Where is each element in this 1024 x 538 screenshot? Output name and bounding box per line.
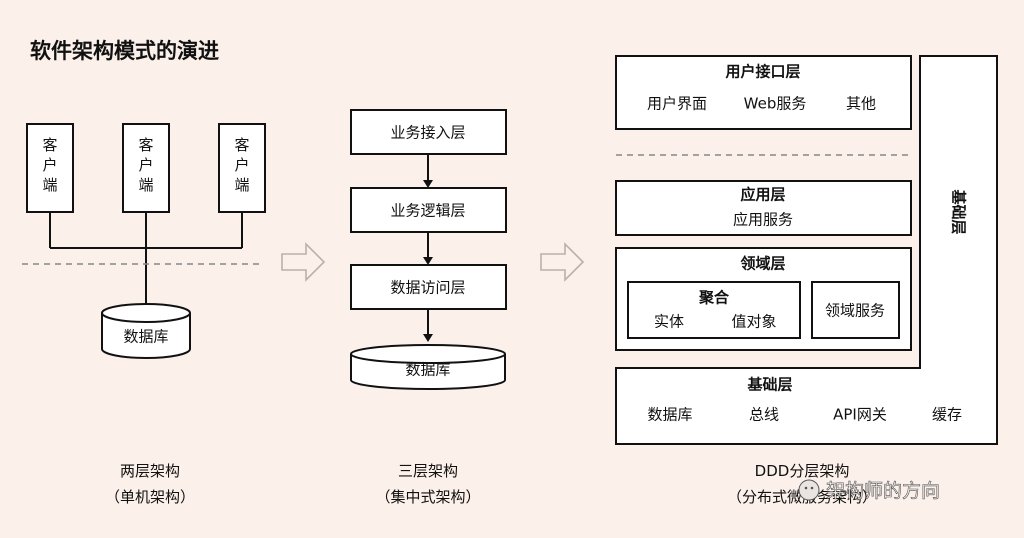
hollow-arrow-icon: [540, 242, 585, 282]
infrastructure-vertical-label: 基础层: [950, 188, 968, 234]
hollow-arrow-icon: [281, 242, 326, 282]
arrow-down-icon: [423, 334, 433, 342]
infrastructure-shape: [615, 55, 998, 445]
layer-item: Web服务: [744, 95, 807, 113]
two-tier-caption: 两层架构: [120, 462, 180, 480]
domain-layer: 领域层 聚合 实体 值对象 领域服务: [615, 247, 912, 351]
aggregate-box: 聚合 实体 值对象: [627, 281, 801, 339]
aggregate-item: 实体: [654, 313, 684, 331]
layer-item: 应用服务: [733, 211, 793, 229]
domain-service-label: 领域服务: [825, 302, 885, 320]
layer-label: 数据访问层: [390, 279, 465, 297]
layer-item: 数据库: [647, 406, 692, 424]
layer-title: 应用层: [740, 186, 785, 204]
wechat-icon-eye: [804, 486, 808, 490]
database-label: 数据库: [405, 361, 450, 379]
arrow-down-icon: [423, 257, 433, 265]
layer-title: 基础层: [746, 376, 792, 394]
client-label: 客户端: [42, 136, 57, 194]
aggregate-item: 值对象: [731, 313, 776, 331]
ddd-architecture: 用户接口层 用户界面 Web服务 其他 应用层 应用服务 领域层 聚合 实体 值…: [615, 55, 998, 506]
layer-title: 用户接口层: [725, 63, 800, 81]
layer-item: 总线: [749, 406, 779, 424]
database-cylinder: 数据库: [350, 344, 506, 390]
layer-data-access: 数据访问层: [350, 264, 507, 310]
database-cylinder: 数据库: [101, 303, 191, 359]
domain-service-box: 领域服务: [811, 281, 900, 339]
aggregate-title: 聚合: [698, 289, 730, 307]
infrastructure-layer: 基础层 数据库 总线 API网关 缓存 基础层: [647, 188, 967, 423]
ddd-caption: DDD分层架构: [755, 462, 850, 480]
client-label: 客户端: [138, 136, 153, 194]
diagram-title: 软件架构模式的演进: [30, 39, 219, 63]
database-label: 数据库: [123, 328, 168, 346]
wechat-icon-eye: [810, 486, 814, 490]
layer-item: API网关: [833, 406, 887, 424]
two-tier-subcaption: （单机架构）: [105, 488, 195, 506]
layer-title: 领域层: [739, 255, 785, 273]
three-tier-caption: 三层架构: [398, 462, 458, 480]
layer-label: 业务逻辑层: [390, 202, 465, 220]
arrow-down-icon: [423, 180, 433, 188]
watermark: 架构师的方向: [798, 479, 940, 502]
three-tier-subcaption: （集中式架构）: [375, 488, 480, 506]
user-interface-layer: 用户接口层 用户界面 Web服务 其他: [615, 55, 912, 130]
wechat-icon: [798, 479, 820, 501]
watermark-text: 架构师的方向: [826, 480, 940, 502]
client-box: 客户端: [26, 123, 74, 213]
layer-business-access: 业务接入层: [350, 109, 507, 155]
client-label: 客户端: [234, 136, 249, 194]
application-layer: 应用层 应用服务: [615, 180, 912, 236]
layer-business-logic: 业务逻辑层: [350, 187, 507, 233]
three-tier-architecture: 业务接入层 业务逻辑层 数据访问层 数据库 三层架构 （集中式架构）: [350, 109, 507, 506]
client-box: 客户端: [218, 123, 266, 213]
client-box: 客户端: [122, 123, 170, 213]
layer-label: 业务接入层: [390, 124, 465, 142]
layer-item: 用户界面: [647, 95, 707, 113]
layer-item: 缓存: [932, 406, 962, 424]
layer-item: 其他: [846, 95, 876, 113]
two-tier-architecture: 客户端 客户端 客户端 数据库 两层架构 （单机架构）: [26, 123, 266, 506]
